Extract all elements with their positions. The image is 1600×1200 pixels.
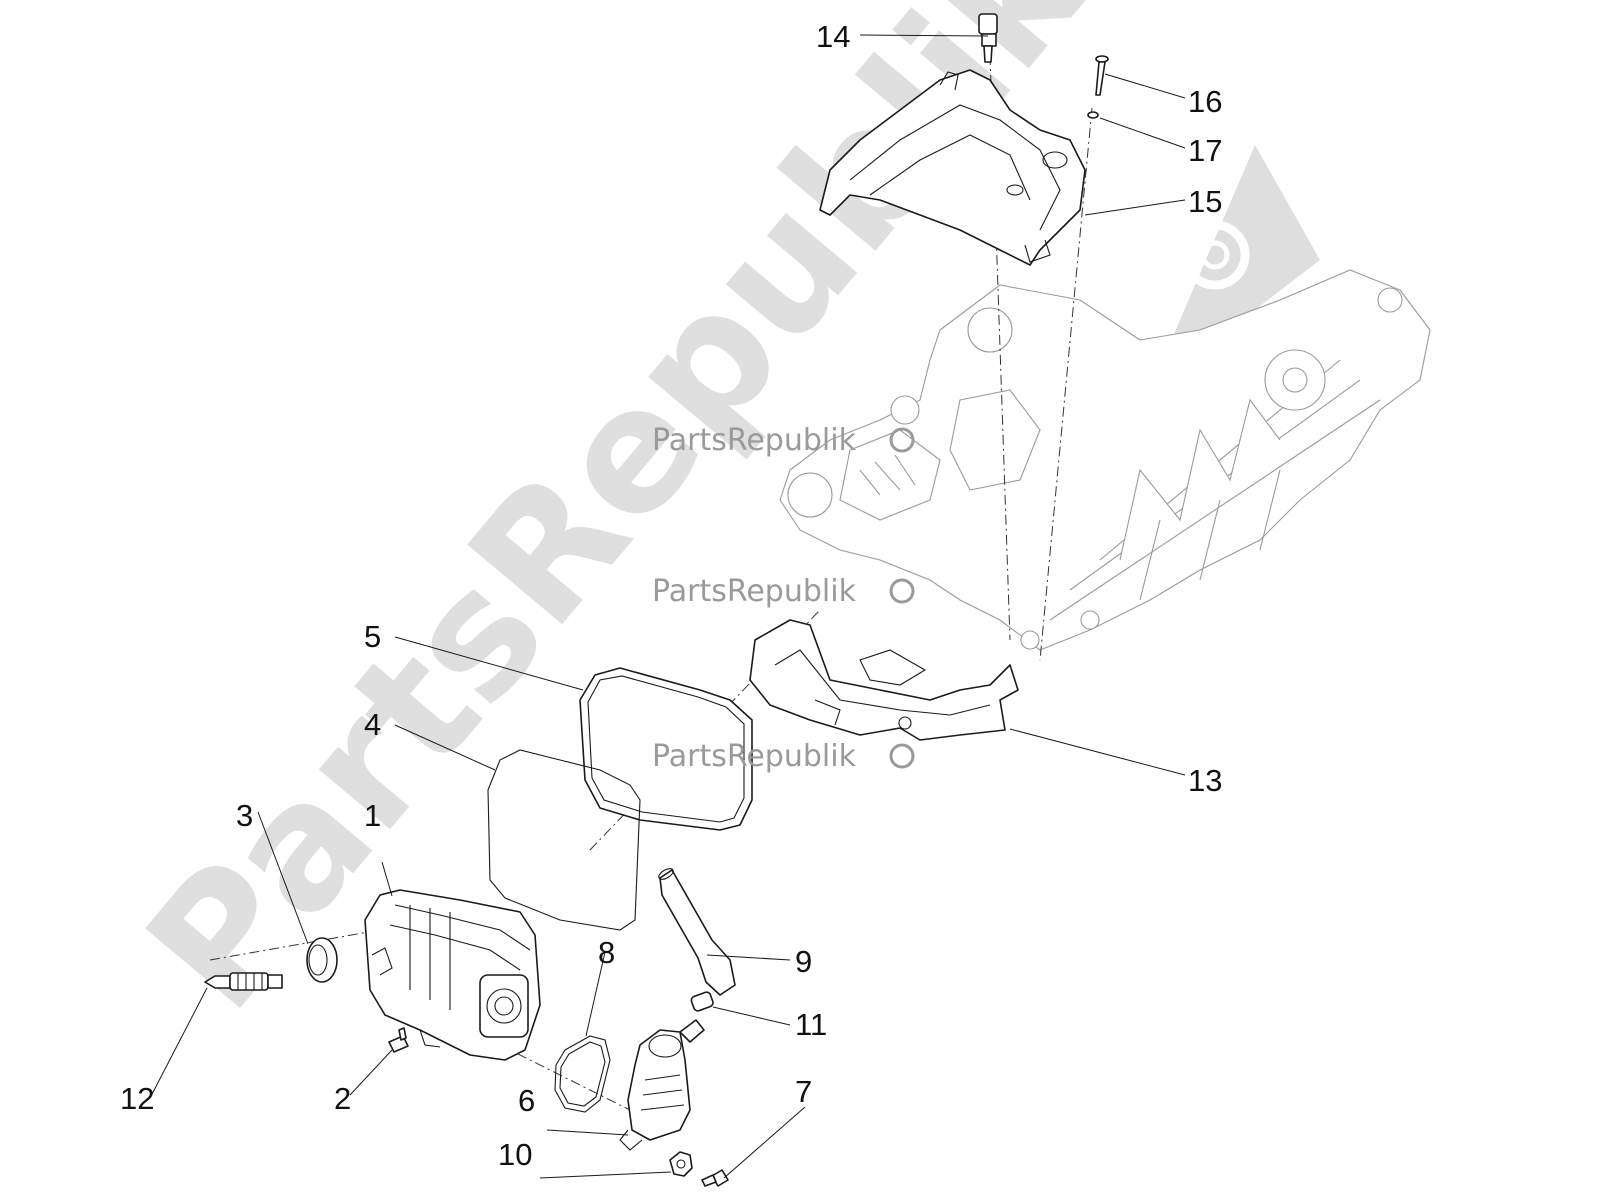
cover-gasket-part-5 xyxy=(579,667,753,831)
leader-lines xyxy=(149,34,1186,1179)
callout-3: 3 xyxy=(236,798,253,833)
cylinder-head-cover-part-1 xyxy=(364,889,541,1061)
clamp-part-10 xyxy=(669,1151,693,1177)
hose-clamp-part-11 xyxy=(690,991,714,1012)
sensor-part-14 xyxy=(978,13,998,63)
breather-hose-part-9 xyxy=(658,868,736,996)
callout-1: 1 xyxy=(364,798,381,833)
inner-gasket-part-4 xyxy=(487,749,641,931)
callout-11: 11 xyxy=(795,1007,827,1042)
callout-6: 6 xyxy=(518,1083,535,1118)
callout-10: 10 xyxy=(498,1137,532,1172)
callout-16: 16 xyxy=(1188,84,1222,119)
gear-icon xyxy=(889,743,915,769)
callout-14: 14 xyxy=(816,19,850,54)
seal-ring-part-3 xyxy=(306,937,338,983)
screw-part-7 xyxy=(701,1169,729,1187)
watermark-logo-icon xyxy=(1150,145,1320,390)
callout-4: 4 xyxy=(364,707,381,742)
callout-13: 13 xyxy=(1188,763,1222,798)
gear-icon xyxy=(889,427,915,453)
callout-15: 15 xyxy=(1188,184,1222,219)
gear-icon xyxy=(889,578,915,604)
bolt-part-16 xyxy=(1095,55,1109,96)
watermark-stamp-2: PartsRepublik xyxy=(652,574,915,609)
callout-12: 12 xyxy=(120,1081,154,1116)
callout-17: 17 xyxy=(1188,133,1222,168)
callout-labels: 14 16 17 15 5 4 3 1 13 8 9 11 7 12 2 6 1… xyxy=(120,19,1222,1172)
watermark-small-1: PartsRepublik xyxy=(652,423,857,458)
engine-crankcase xyxy=(779,269,1431,651)
callout-9: 9 xyxy=(795,944,812,979)
watermark-stamp-1: PartsRepublik xyxy=(652,423,915,458)
callout-5: 5 xyxy=(364,619,381,654)
washer-part-17 xyxy=(1087,111,1099,119)
watermark-small-2: PartsRepublik xyxy=(652,574,857,609)
screw-part-2 xyxy=(388,1027,409,1053)
callout-7: 7 xyxy=(795,1074,812,1109)
upper-shroud-part-15 xyxy=(819,69,1086,266)
callout-8: 8 xyxy=(598,935,615,970)
callout-2: 2 xyxy=(334,1081,351,1116)
o-ring-part-8 xyxy=(554,1035,611,1113)
watermark-small-3: PartsRepublik xyxy=(652,739,857,774)
spark-plug-part-12 xyxy=(204,972,283,991)
lower-shroud-part-13 xyxy=(749,619,1019,741)
watermark-stamp-3: PartsRepublik xyxy=(652,739,915,774)
oil-breather-part-6 xyxy=(619,1019,705,1151)
